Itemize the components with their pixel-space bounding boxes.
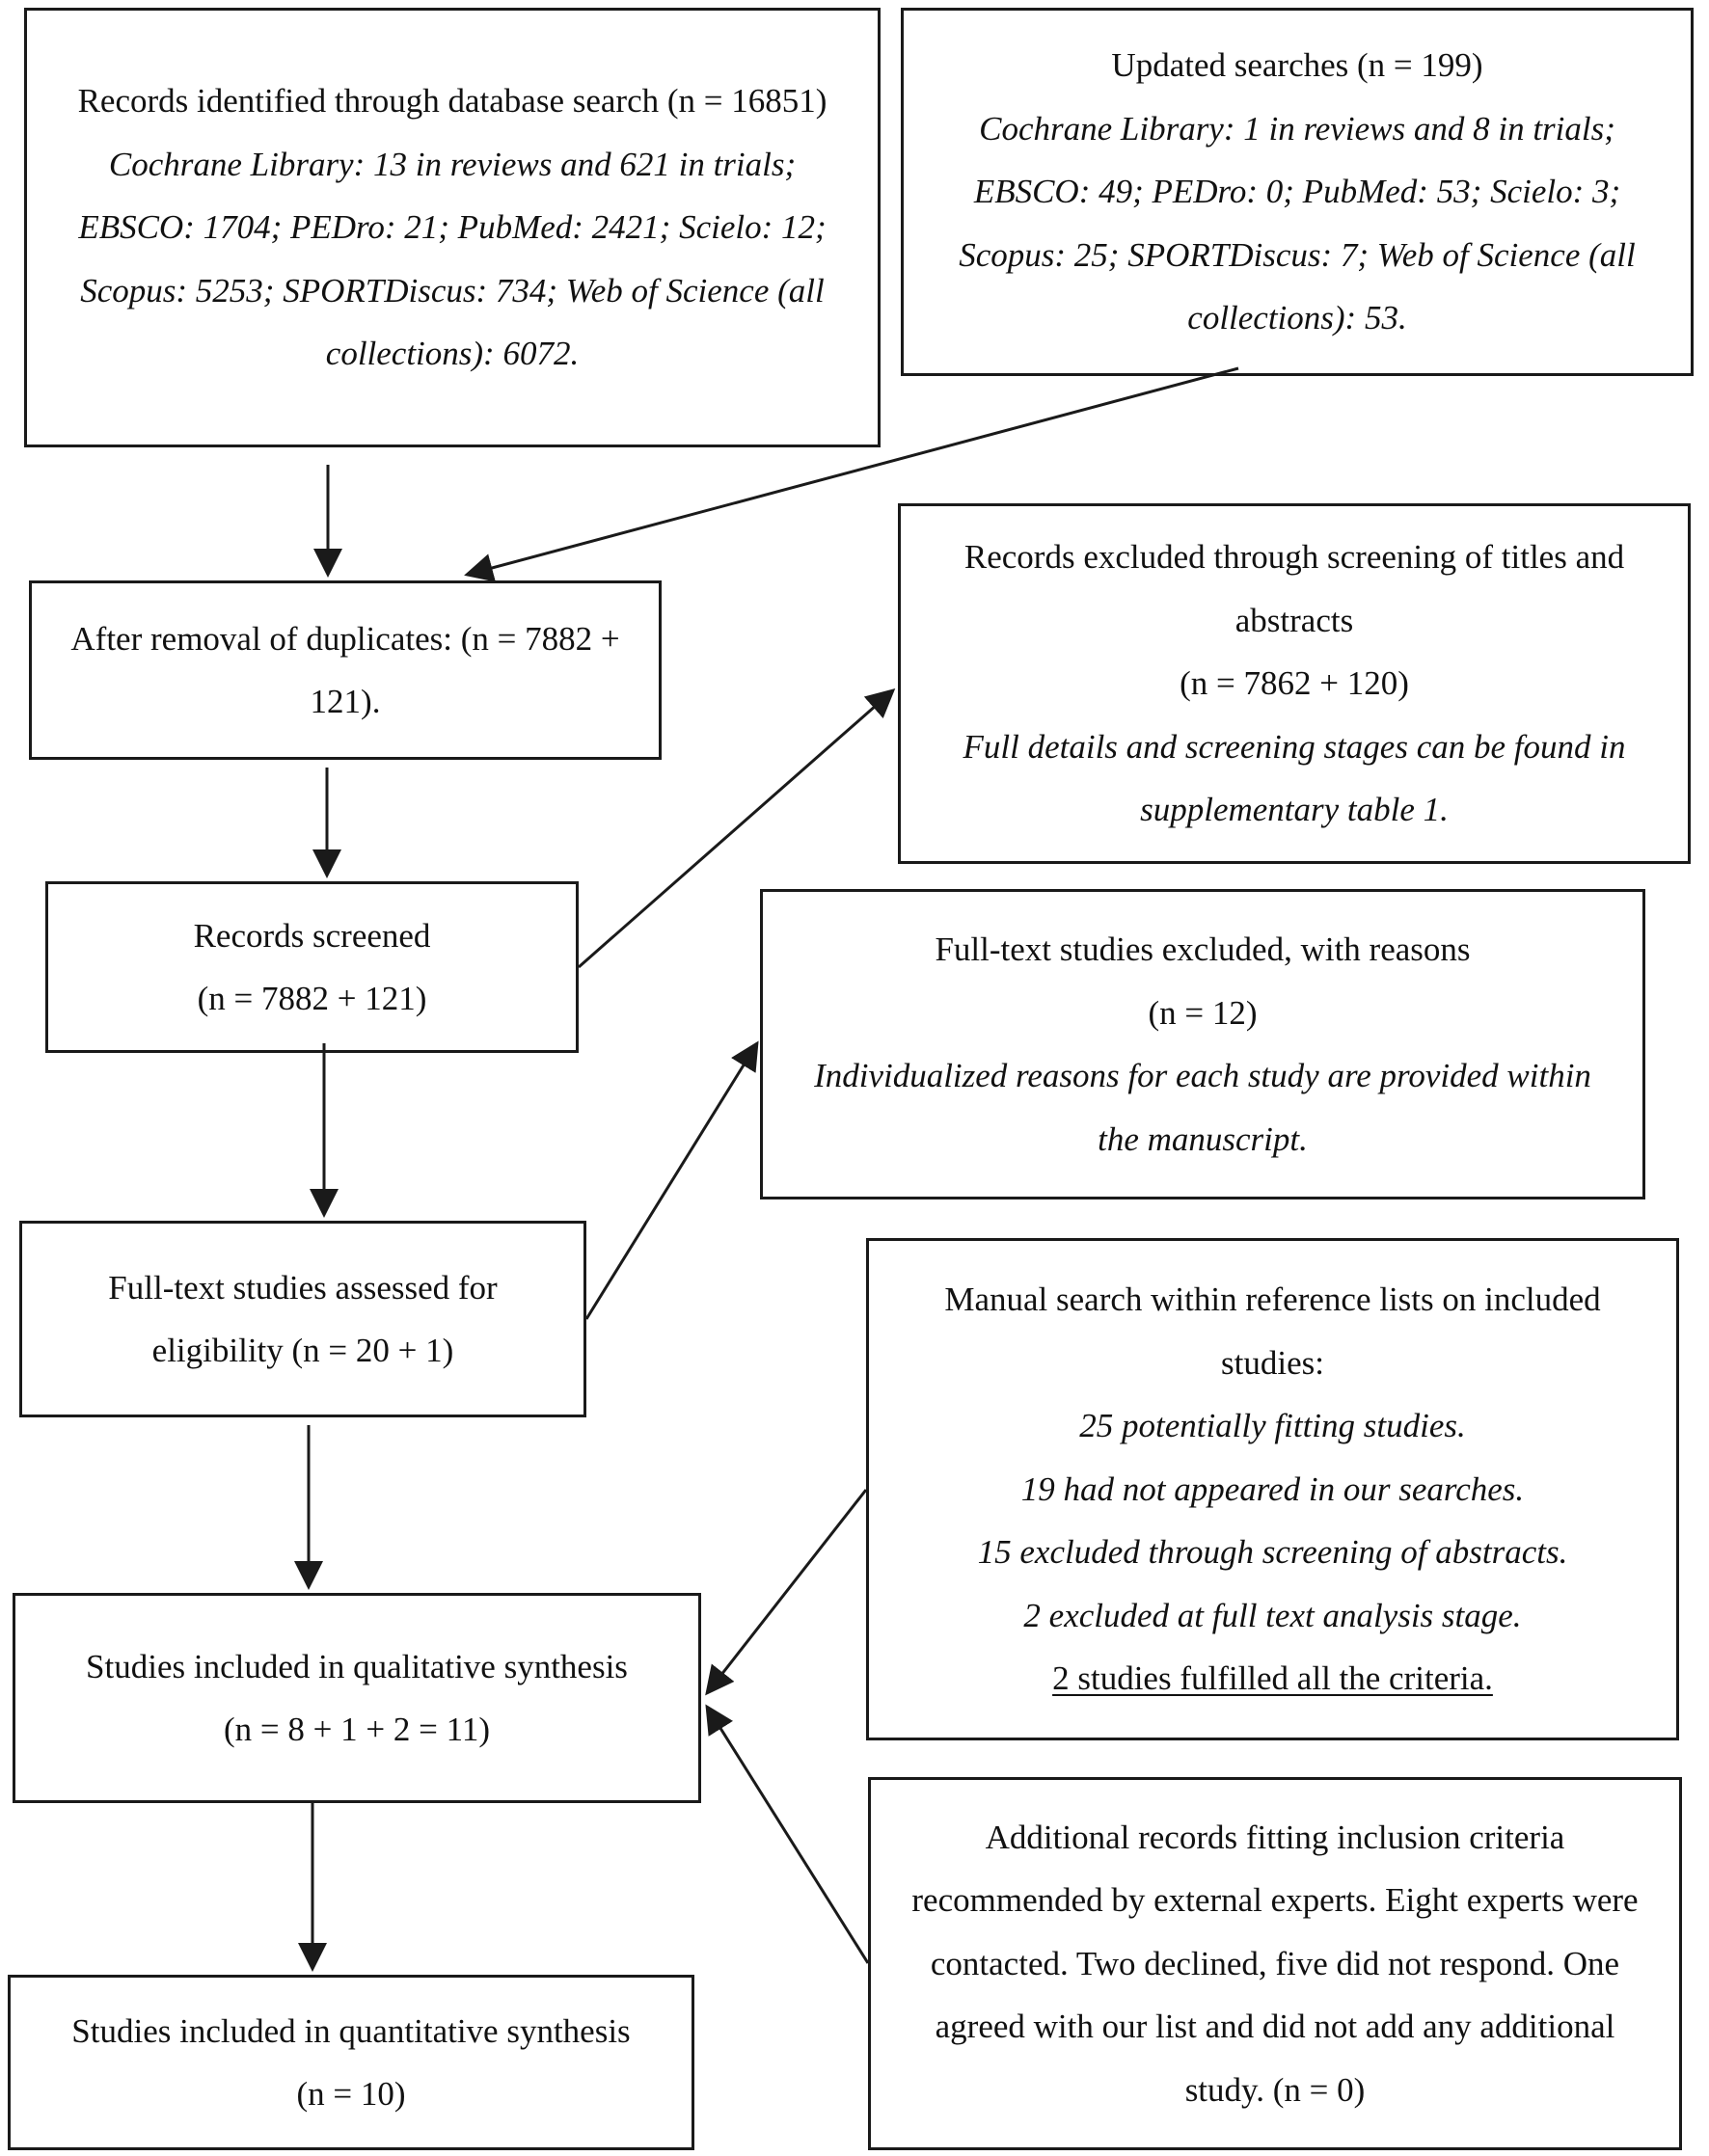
excluded-titles-details: Full details and screening stages can be… bbox=[963, 727, 1626, 829]
excluded-titles-title: Records excluded through screening of ti… bbox=[963, 538, 1625, 639]
after-duplicates-box: After removal of duplicates: (n = 7882 +… bbox=[29, 580, 662, 760]
qualitative-synthesis-count: (n = 8 + 1 + 2 = 11) bbox=[224, 1711, 490, 1748]
quantitative-synthesis-box: Studies included in quantitative synthes… bbox=[8, 1975, 694, 2150]
records-identified-title: Records identified through database sear… bbox=[77, 82, 827, 121]
manual-search-line5: 2 studies fulfilled all the criteria. bbox=[1052, 1659, 1493, 1698]
manual-search-line1: 25 potentially fitting studies. bbox=[1079, 1407, 1466, 1445]
after-duplicates-title: After removal of duplicates: (n = 7882 +… bbox=[70, 619, 620, 721]
arrow-screened-to-excluded-titles bbox=[578, 688, 896, 969]
fulltext-excluded-count: (n = 12) bbox=[1148, 993, 1258, 1032]
fulltext-assessed-title: Full-text studies assessed for eligibili… bbox=[108, 1268, 498, 1370]
qualitative-synthesis-box: Studies included in qualitative synthesi… bbox=[13, 1593, 701, 1803]
arrow-manual-to-qualitative bbox=[705, 1489, 868, 1696]
manual-search-title: Manual search within reference lists on … bbox=[944, 1280, 1601, 1382]
additional-records-text: Additional records fitting inclusion cri… bbox=[911, 1818, 1639, 2109]
arrow-updated-to-duplicates bbox=[464, 366, 1239, 582]
quantitative-synthesis-title: Studies included in quantitative synthes… bbox=[71, 2011, 631, 2050]
updated-searches-details: Cochrane Library: 1 in reviews and 8 in … bbox=[959, 109, 1636, 337]
excluded-titles-count: (n = 7862 + 120) bbox=[1180, 664, 1409, 703]
records-screened-box: Records screened (n = 7882 + 121) bbox=[45, 881, 579, 1053]
excluded-titles-box: Records excluded through screening of ti… bbox=[898, 503, 1691, 864]
arrow-assessed-to-fulltext-excluded bbox=[584, 1040, 759, 1320]
fulltext-assessed-box: Full-text studies assessed for eligibili… bbox=[19, 1221, 586, 1417]
arrow-additional-to-qualitative bbox=[705, 1704, 870, 1964]
records-screened-count: (n = 7882 + 121) bbox=[197, 980, 427, 1017]
records-screened-title: Records screened bbox=[193, 916, 431, 955]
qualitative-synthesis-title: Studies included in qualitative synthesi… bbox=[86, 1647, 628, 1685]
updated-searches-box: Updated searches (n = 199) Cochrane Libr… bbox=[901, 8, 1694, 376]
quantitative-synthesis-count: (n = 10) bbox=[296, 2075, 406, 2113]
fulltext-excluded-title: Full-text studies excluded, with reasons bbox=[935, 930, 1471, 968]
manual-search-line4: 2 excluded at full text analysis stage. bbox=[1023, 1596, 1522, 1634]
manual-search-box: Manual search within reference lists on … bbox=[866, 1238, 1679, 1740]
updated-searches-title: Updated searches (n = 199) bbox=[1111, 46, 1483, 85]
fulltext-excluded-details: Individualized reasons for each study ar… bbox=[814, 1057, 1591, 1158]
manual-search-line3: 15 excluded through screening of abstrac… bbox=[977, 1533, 1568, 1572]
additional-records-box: Additional records fitting inclusion cri… bbox=[868, 1777, 1682, 2150]
records-identified-details: Cochrane Library: 13 in reviews and 621 … bbox=[78, 145, 827, 373]
fulltext-excluded-box: Full-text studies excluded, with reasons… bbox=[760, 889, 1645, 1199]
records-identified-box: Records identified through database sear… bbox=[24, 8, 881, 447]
manual-search-line2: 19 had not appeared in our searches. bbox=[1020, 1469, 1525, 1508]
